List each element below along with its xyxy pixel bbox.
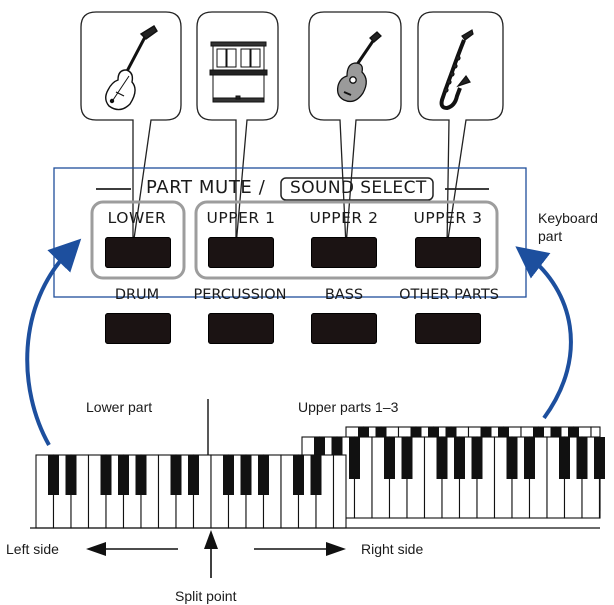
upper-1-button[interactable] bbox=[208, 237, 274, 268]
bass-button[interactable] bbox=[311, 313, 377, 344]
button-label-other-parts: OTHER PARTS bbox=[399, 287, 499, 303]
left-direction-arrow bbox=[86, 542, 178, 556]
lower-group-outline bbox=[90, 200, 186, 280]
black-key bbox=[506, 437, 518, 479]
right-direction-arrow bbox=[254, 542, 346, 556]
black-key bbox=[454, 437, 465, 479]
black-key bbox=[349, 437, 360, 479]
upright-piano-icon bbox=[209, 41, 268, 103]
black-key bbox=[135, 455, 147, 495]
white-key bbox=[332, 454, 347, 529]
lower-part-label: Lower part bbox=[86, 399, 153, 415]
black-key bbox=[100, 455, 112, 495]
panel-title-sound-select: SOUND SELECT bbox=[290, 178, 427, 198]
black-key bbox=[118, 455, 129, 495]
black-key bbox=[576, 437, 588, 479]
black-key bbox=[48, 455, 59, 495]
saxophone-icon bbox=[439, 29, 474, 111]
drum-button[interactable] bbox=[105, 313, 171, 344]
button-label-drum: DRUM bbox=[114, 287, 160, 303]
black-key bbox=[223, 455, 234, 495]
main-keyboard bbox=[30, 454, 600, 529]
panel-title-part-mute: PART MUTE / bbox=[146, 177, 266, 198]
upper-3-button[interactable] bbox=[415, 237, 481, 268]
lower-button[interactable] bbox=[105, 237, 171, 268]
right-curved-arrow bbox=[515, 246, 573, 420]
electric-bass-icon bbox=[105, 25, 158, 111]
upper-keyboard-middle bbox=[301, 436, 605, 519]
button-label-upper-2: UPPER 2 bbox=[309, 209, 379, 227]
sound-select-box bbox=[280, 177, 434, 201]
black-key bbox=[594, 437, 605, 479]
split-point-arrow bbox=[204, 530, 218, 578]
black-key bbox=[524, 437, 535, 479]
black-key bbox=[436, 437, 448, 479]
button-label-bass: BASS bbox=[324, 287, 364, 303]
black-key bbox=[65, 455, 77, 495]
black-key bbox=[258, 455, 269, 495]
black-key bbox=[401, 437, 413, 479]
upper-group-outline bbox=[194, 200, 499, 280]
split-point-label: Split point bbox=[175, 588, 237, 604]
keyboard-part-label-line2: part bbox=[538, 228, 563, 244]
black-key bbox=[188, 455, 199, 495]
acoustic-guitar-icon bbox=[336, 31, 382, 103]
black-key bbox=[170, 455, 182, 495]
keyboard-part-frame bbox=[53, 167, 527, 298]
button-label-upper-1: UPPER 1 bbox=[206, 209, 276, 227]
upper-2-button[interactable] bbox=[311, 237, 377, 268]
left-side-label: Left side bbox=[6, 541, 59, 557]
black-key bbox=[559, 437, 570, 479]
button-label-upper-3: UPPER 3 bbox=[413, 209, 483, 227]
callout-guitar bbox=[308, 11, 402, 247]
black-key bbox=[293, 455, 304, 495]
black-key bbox=[384, 437, 395, 479]
callout-sax bbox=[417, 11, 504, 247]
callout-bass bbox=[80, 11, 182, 247]
percussion-button[interactable] bbox=[208, 313, 274, 344]
upper-parts-label: Upper parts 1–3 bbox=[298, 399, 399, 415]
other-parts-button[interactable] bbox=[415, 313, 481, 344]
black-key bbox=[471, 437, 483, 479]
keyboard-part-label: Keyboard bbox=[538, 210, 598, 226]
left-curved-arrow bbox=[25, 238, 82, 446]
button-label-lower: LOWER bbox=[107, 209, 167, 227]
right-side-label: Right side bbox=[361, 541, 424, 557]
black-key bbox=[310, 455, 322, 495]
button-label-percussion: PERCUSSION bbox=[193, 287, 287, 303]
black-key bbox=[240, 455, 252, 495]
